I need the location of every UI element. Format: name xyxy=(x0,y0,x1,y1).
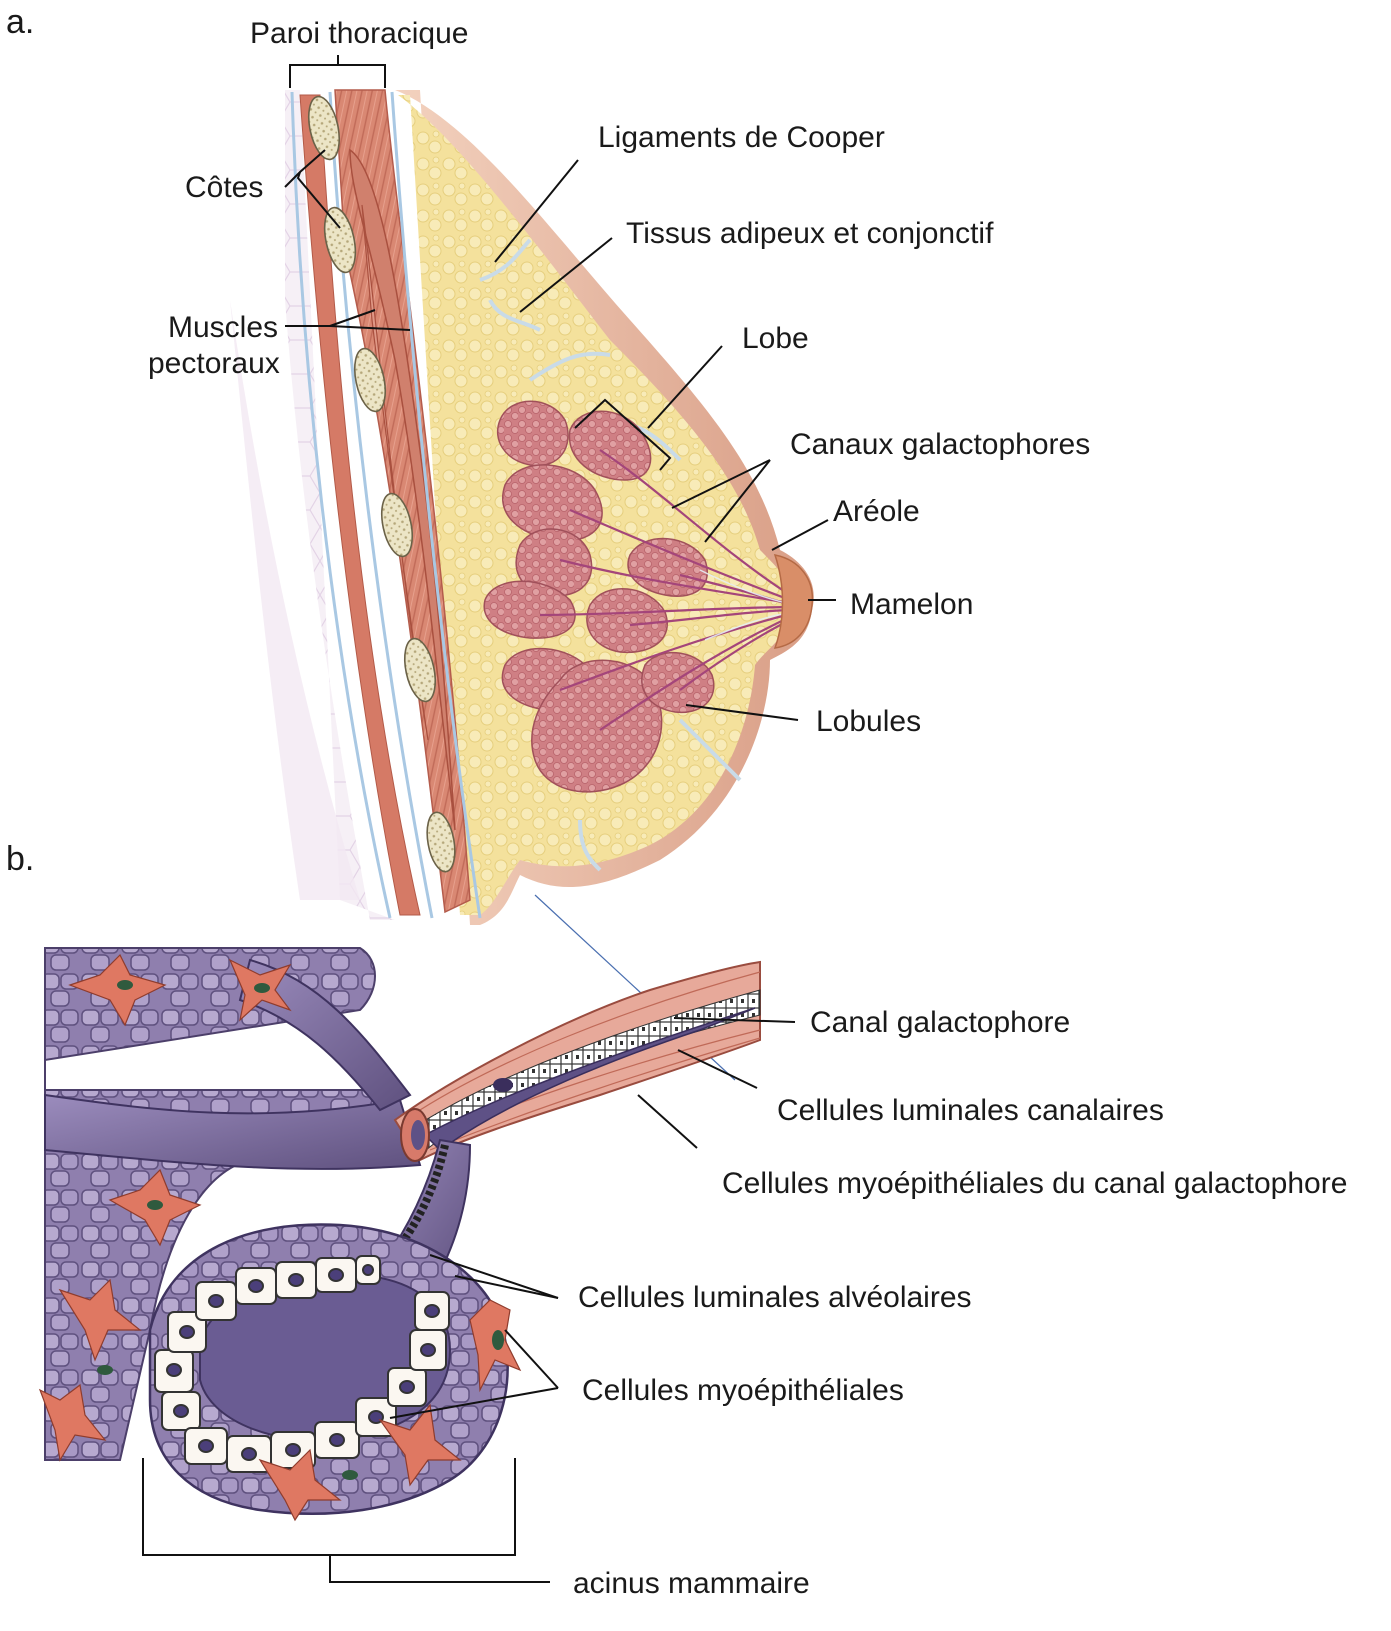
label-tissus-adipeux: Tissus adipeux et conjonctif xyxy=(626,217,994,250)
label-mamelon: Mamelon xyxy=(850,588,973,621)
label-acinus-mammaire: acinus mammaire xyxy=(573,1567,810,1600)
label-canaux-galactophores: Canaux galactophores xyxy=(790,428,1090,461)
acinus-illustration xyxy=(40,948,760,1520)
label-cotes: Côtes xyxy=(185,171,263,204)
panel-b-letter: b. xyxy=(6,840,34,878)
label-areole: Aréole xyxy=(833,495,920,528)
label-lobules: Lobules xyxy=(816,705,921,738)
label-muscles: Muscles xyxy=(168,311,278,344)
panel-a-letter: a. xyxy=(6,3,34,41)
label-canal-galactophore: Canal galactophore xyxy=(810,1006,1070,1039)
label-pectoraux: pectoraux xyxy=(148,347,280,380)
label-paroi-thoracique: Paroi thoracique xyxy=(250,17,468,50)
breast-illustration xyxy=(230,90,814,925)
label-cellules-luminales-alveolaires: Cellules luminales alvéolaires xyxy=(578,1281,972,1314)
label-cellules-luminales-canalaires: Cellules luminales canalaires xyxy=(777,1094,1164,1127)
label-lobe: Lobe xyxy=(742,322,809,355)
label-myoepitheliales-canal: Cellules myoépithéliales du canal galact… xyxy=(722,1167,1347,1200)
label-ligaments-cooper: Ligaments de Cooper xyxy=(598,121,885,154)
label-cellules-myoepitheliales: Cellules myoépithéliales xyxy=(582,1374,904,1407)
